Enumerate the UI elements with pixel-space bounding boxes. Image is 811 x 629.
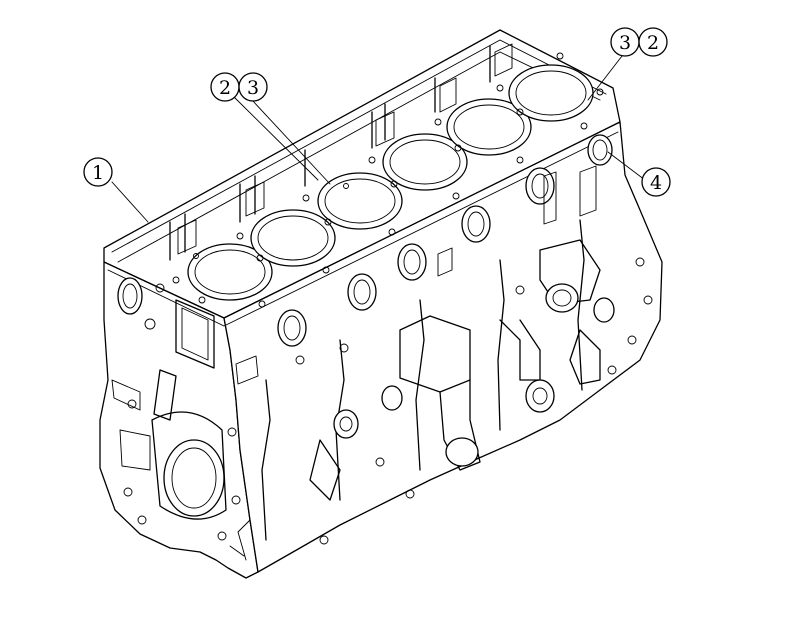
cylinder-bores [187, 64, 594, 301]
oil-port [587, 134, 613, 166]
leader-lines [111, 55, 646, 223]
crankshaft-bore [163, 439, 225, 517]
bore-6 [508, 64, 594, 122]
deck-bolt-holes [172, 52, 604, 308]
callout-3-right-label: 3 [619, 32, 631, 54]
callout-1: 1 [83, 157, 113, 187]
callout-2-left-label: 2 [219, 77, 231, 99]
callouts: 1 2 3 3 2 4 [83, 27, 671, 197]
leader-3-left [251, 99, 331, 185]
callout-2-right-label: 2 [647, 32, 659, 54]
bore-5 [446, 98, 532, 156]
bore-2 [250, 209, 336, 267]
leader-3-right [587, 55, 623, 101]
leader-4 [607, 151, 646, 181]
callout-1-label: 1 [92, 162, 104, 184]
bore-4 [382, 133, 468, 191]
callout-3-right: 3 [610, 27, 640, 57]
side-face-details [235, 134, 653, 545]
callout-3-left: 3 [238, 72, 268, 102]
callout-2-right: 2 [638, 27, 668, 57]
bore-3 [317, 172, 403, 230]
callout-3-left-label: 3 [247, 77, 259, 99]
leader-2-left [231, 94, 319, 181]
leader-1 [111, 181, 149, 223]
callout-2-left: 2 [210, 72, 240, 102]
callout-4: 4 [641, 167, 671, 197]
front-face-details [111, 277, 251, 561]
bore-1 [187, 243, 273, 301]
callout-4-label: 4 [650, 172, 662, 194]
